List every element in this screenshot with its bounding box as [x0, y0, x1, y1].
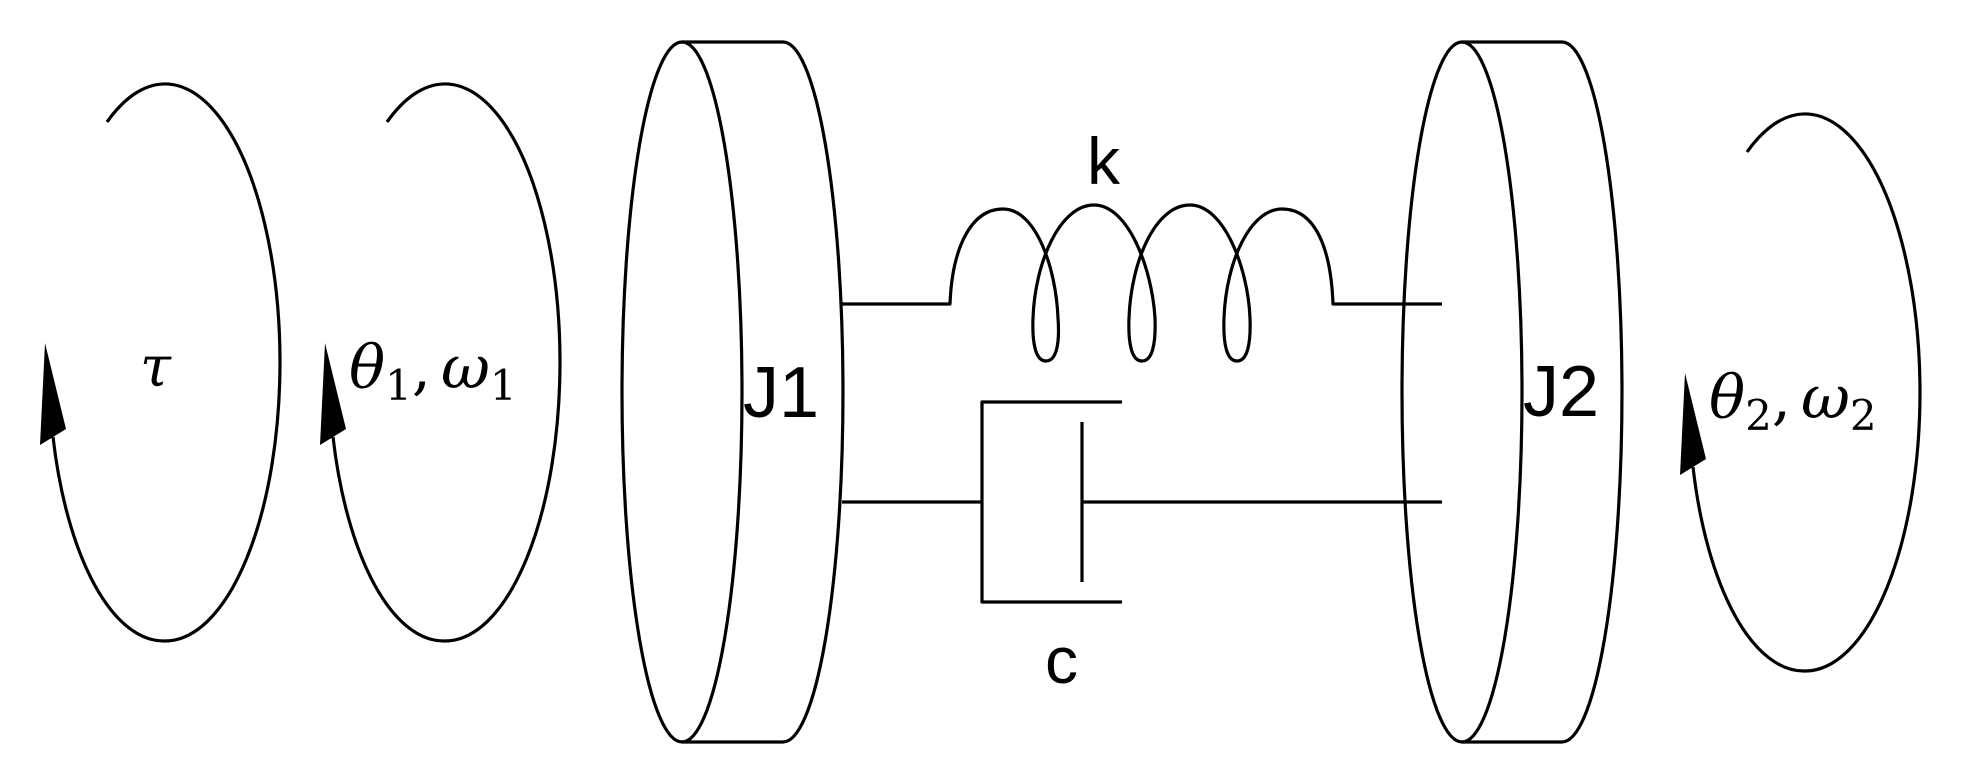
- omega2-symbol: ω: [1801, 363, 1850, 433]
- inertia-disk-j2: J2: [1400, 40, 1624, 744]
- torque-arrowhead-icon: [40, 343, 66, 445]
- inertia2-state-label: θ2,ω2: [1709, 363, 1877, 440]
- j1-label: J1: [743, 353, 819, 433]
- torque-label: τ: [140, 335, 172, 400]
- inertia-disk-j1: J1: [620, 40, 845, 744]
- theta1-subscript: 1: [385, 361, 412, 410]
- theta2-subscript: 2: [1745, 391, 1772, 440]
- separator: ,: [412, 333, 431, 403]
- omega1-symbol: ω: [441, 333, 490, 403]
- inertia2-rotation-indicator: θ2,ω2: [1680, 112, 1922, 673]
- inertia2-arrowhead-icon: [1680, 373, 1706, 475]
- omega1-subscript: 1: [490, 361, 517, 410]
- j2-back-face: [1462, 40, 1624, 744]
- inertia1-state-label: θ1,ω1: [349, 333, 517, 410]
- inertia1-arrowhead-icon: [320, 343, 346, 445]
- inertia1-rotation-indicator: θ1,ω1: [320, 82, 562, 643]
- theta2-symbol: θ: [1709, 363, 1745, 433]
- torque-rotation-indicator: τ: [40, 82, 282, 643]
- inertia1-rotation-arc: [331, 82, 562, 643]
- damper-label: c: [1045, 623, 1078, 697]
- damper-c: c: [842, 400, 1442, 697]
- damper-cylinder: [980, 400, 1122, 604]
- torque-rotation-arc: [51, 82, 282, 643]
- j1-front-face: [620, 40, 744, 744]
- omega2-subscript: 2: [1850, 391, 1877, 440]
- j2-label: J2: [1523, 352, 1599, 432]
- spring-label: k: [1087, 124, 1121, 198]
- separator: ,: [1772, 363, 1791, 433]
- spring-k: k: [842, 124, 1442, 363]
- spring-coil: [842, 203, 1442, 363]
- inertia2-rotation-arc: [1691, 112, 1922, 673]
- theta1-symbol: θ: [349, 333, 385, 403]
- j2-front-face: [1400, 40, 1524, 744]
- j1-back-face: [682, 40, 845, 744]
